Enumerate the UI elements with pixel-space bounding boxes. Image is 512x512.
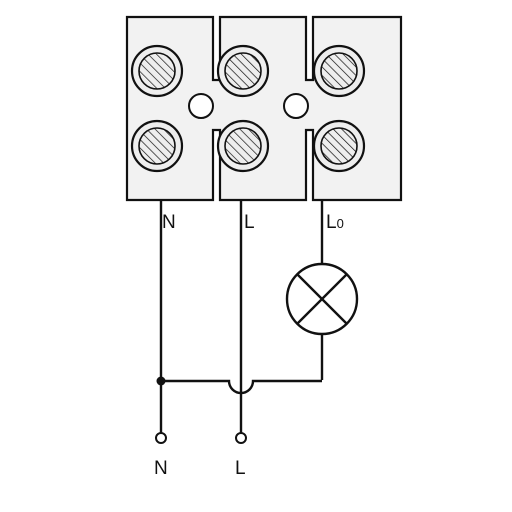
bottom-label-n: N [154, 458, 168, 479]
screw-bottom-n [130, 119, 184, 173]
terminal-circle-n [155, 432, 167, 444]
junction-dot [156, 376, 166, 386]
screw-bottom-l [216, 119, 270, 173]
terminal-label-l: L [244, 212, 255, 233]
bridge-hole-right [283, 93, 309, 119]
terminal-label-lo-main: L [326, 212, 337, 233]
terminal-label-lo-sub: 0 [337, 216, 344, 231]
screw-bottom-lo [312, 119, 366, 173]
screw-top-n [130, 44, 184, 98]
screw-top-l [216, 44, 270, 98]
terminal-label-n: N [162, 212, 176, 233]
bottom-label-l: L [235, 458, 246, 479]
lamp-symbol [285, 262, 359, 336]
bridge-hole-left [188, 93, 214, 119]
terminal-label-lo: L0 [326, 212, 344, 233]
screw-top-lo [312, 44, 366, 98]
terminal-block [125, 15, 403, 202]
terminal-circle-l [235, 432, 247, 444]
wire-crossover [161, 379, 322, 395]
